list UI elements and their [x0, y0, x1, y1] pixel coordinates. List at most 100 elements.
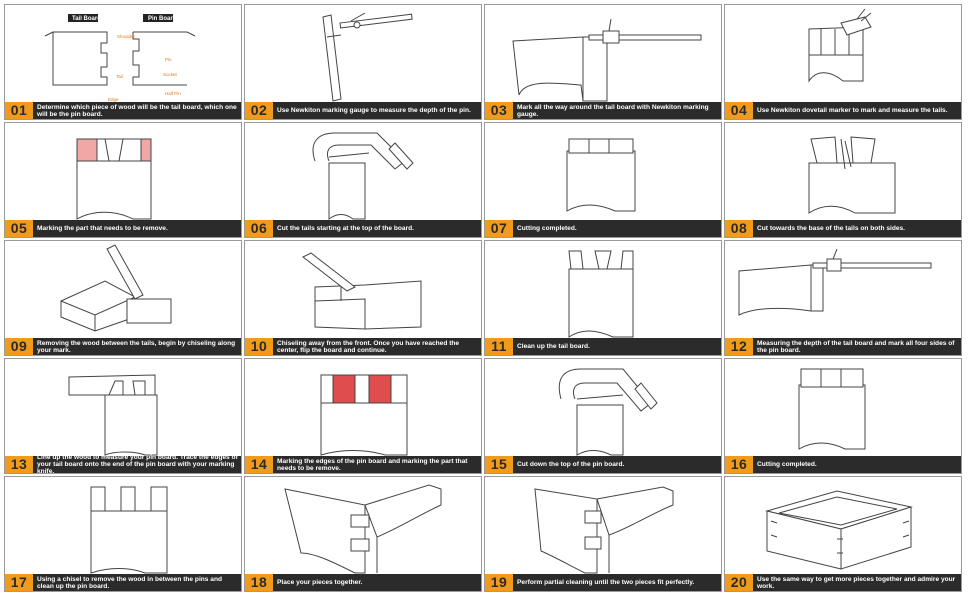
step-number: 07 — [485, 220, 513, 237]
step-caption: Removing the wood between the tails, beg… — [37, 339, 236, 354]
illustration-03 — [512, 18, 702, 102]
step-caption: Cut towards the base of the tails on bot… — [757, 225, 906, 232]
step-panel-10: 10 Chiseling away from the front. Once y… — [244, 240, 482, 356]
illustration-02 — [322, 12, 413, 102]
caption-bar: 02 Use Newkiton marking gauge to measure… — [245, 102, 481, 119]
edge-annotation: Edge — [108, 97, 119, 102]
illustration-06 — [312, 132, 414, 220]
step-panel-01: Tail Board Pin Board Shoulder Pin Socket… — [4, 4, 242, 120]
illustration-20 — [765, 490, 913, 570]
step-caption: Perform partial cleaning until the two p… — [517, 579, 695, 586]
step-caption: Use Newkiton marking gauge to measure th… — [277, 107, 471, 114]
illustration-10 — [302, 252, 422, 330]
step-caption: Cut down the top of the pin board. — [517, 461, 625, 468]
step-number: 02 — [245, 102, 273, 119]
step-number: 11 — [485, 338, 513, 355]
step-panel-12: 12 Measuring the depth of the tail board… — [724, 240, 962, 356]
caption-bar: 05 Marking the part that needs to be rem… — [5, 220, 241, 237]
step-number: 06 — [245, 220, 273, 237]
step-number: 05 — [5, 220, 33, 237]
step-number: 10 — [245, 338, 273, 355]
step-panel-05: 05 Marking the part that needs to be rem… — [4, 122, 242, 238]
illustration-15 — [558, 368, 658, 456]
step-number: 12 — [725, 338, 753, 355]
step-caption: Cutting completed. — [517, 225, 577, 232]
pin-annotation: Pin — [165, 57, 172, 62]
step-panel-14: 14 Marking the edges of the pin board an… — [244, 358, 482, 474]
step-number: 16 — [725, 456, 753, 473]
caption-bar: 17 Using a chisel to remove the wood in … — [5, 574, 241, 591]
illustration-19 — [534, 486, 674, 574]
step-number: 03 — [485, 102, 513, 119]
caption-bar: 04 Use Newkiton dovetail marker to mark … — [725, 102, 961, 119]
step-caption: Line up the wood to measure your pin boa… — [37, 454, 238, 474]
step-number: 18 — [245, 574, 273, 591]
illustration-09 — [60, 244, 172, 332]
tail-board-label: Tail Board — [72, 16, 101, 22]
step-caption: Using a chisel to remove the wood in bet… — [37, 575, 223, 590]
caption-bar: 06 Cut the tails starting at the top of … — [245, 220, 481, 237]
step-panel-17: 17 Using a chisel to remove the wood in … — [4, 476, 242, 592]
illustration-17 — [90, 486, 168, 574]
step-caption: Measuring the depth of the tail board an… — [757, 339, 955, 354]
socket-annotation: Socket — [163, 72, 178, 77]
illustration-12 — [738, 248, 932, 316]
step-panel-13: 13 Line up the wood to measure your pin … — [4, 358, 242, 474]
caption-bar: 16 Cutting completed. — [725, 456, 961, 473]
step-panel-02: 02 Use Newkiton marking gauge to measure… — [244, 4, 482, 120]
step-caption: Cut the tails starting at the top of the… — [277, 225, 415, 232]
step-caption: Determine which piece of wood will be th… — [37, 103, 237, 118]
step-number: 17 — [5, 574, 33, 591]
step-number: 13 — [5, 456, 33, 473]
step-panel-16: 16 Cutting completed. — [724, 358, 962, 474]
step-caption: Use the same way to get more pieces toge… — [757, 575, 956, 590]
caption-bar: 10 Chiseling away from the front. Once y… — [245, 338, 481, 355]
step-caption: Mark all the way around the tail board w… — [517, 103, 709, 118]
step-panel-08: 08 Cut towards the base of the tails on … — [724, 122, 962, 238]
step-caption: Marking the part that needs to be remove… — [37, 225, 168, 232]
step-number: 15 — [485, 456, 513, 473]
caption-bar: 18 Place your pieces together. — [245, 574, 481, 591]
caption-bar: 01 Determine which piece of wood will be… — [5, 102, 241, 119]
step-panel-06: 06 Cut the tails starting at the top of … — [244, 122, 482, 238]
step-number: 09 — [5, 338, 33, 355]
caption-bar: 12 Measuring the depth of the tail board… — [725, 338, 961, 355]
step-number: 14 — [245, 456, 273, 473]
step-panel-15: 15 Cut down the top of the pin board. — [484, 358, 722, 474]
step-panel-03: 03 Mark all the way around the tail boar… — [484, 4, 722, 120]
step-number: 20 — [725, 574, 753, 591]
caption-bar: 09 Removing the wood between the tails, … — [5, 338, 241, 355]
illustration-08 — [808, 136, 896, 214]
illustration-16 — [798, 368, 866, 450]
step-caption: Chiseling away from the front. Once you … — [277, 339, 460, 354]
step-panel-11: 11 Clean up the tail board. — [484, 240, 722, 356]
step-number: 01 — [5, 102, 33, 119]
caption-bar: 03 Mark all the way around the tail boar… — [485, 102, 721, 119]
illustration-13 — [68, 374, 158, 456]
step-panel-09: 09 Removing the wood between the tails, … — [4, 240, 242, 356]
step-caption: Cutting completed. — [757, 461, 817, 468]
caption-bar: 11 Clean up the tail board. — [485, 338, 721, 355]
illustration-18 — [284, 484, 442, 574]
step-panel-04: 04 Use Newkiton dovetail marker to mark … — [724, 4, 962, 120]
illustration-14 — [320, 374, 408, 456]
instruction-grid: Tail Board Pin Board Shoulder Pin Socket… — [4, 4, 962, 592]
caption-bar: 20 Use the same way to get more pieces t… — [725, 574, 961, 591]
step-panel-18: 18 Place your pieces together. — [244, 476, 482, 592]
step-panel-19: 19 Perform partial cleaning until the tw… — [484, 476, 722, 592]
step-caption: Place your pieces together. — [277, 579, 363, 586]
illustration-01: Tail Board Pin Board Shoulder Pin Socket… — [44, 14, 196, 102]
step-panel-07: 07 Cutting completed. — [484, 122, 722, 238]
step-caption: Clean up the tail board. — [517, 343, 590, 350]
shoulder-annotation: Shoulder — [117, 34, 136, 39]
pin-board-label: Pin Board — [148, 16, 177, 22]
illustration-07 — [566, 138, 636, 212]
caption-bar: 14 Marking the edges of the pin board an… — [245, 456, 481, 473]
step-number: 04 — [725, 102, 753, 119]
caption-bar: 07 Cutting completed. — [485, 220, 721, 237]
caption-bar: 13 Line up the wood to measure your pin … — [5, 454, 241, 474]
step-number: 19 — [485, 574, 513, 591]
half-pin-annotation: Half Pin — [165, 91, 181, 96]
caption-bar: 19 Perform partial cleaning until the tw… — [485, 574, 721, 591]
illustration-05 — [76, 138, 152, 220]
